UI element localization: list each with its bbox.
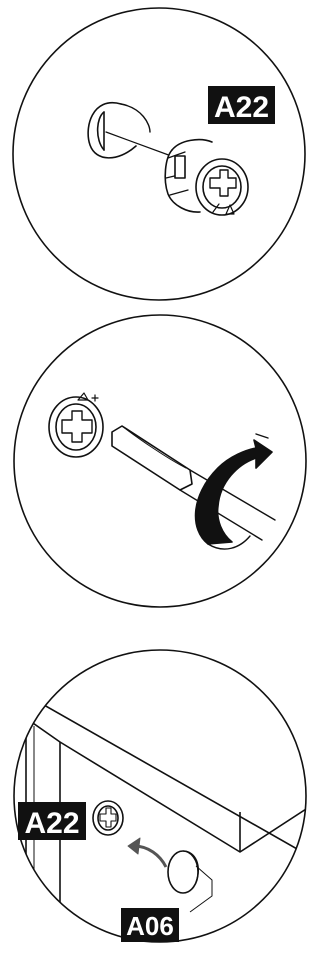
part-label-a22-step3: A22 — [18, 802, 86, 840]
svg-text:A06: A06 — [126, 911, 174, 941]
svg-text:A22: A22 — [24, 807, 79, 840]
drilled-hole-icon — [88, 103, 174, 158]
step-1-circle — [13, 8, 305, 300]
insert-arrow-icon — [128, 838, 166, 867]
part-label-a06: A06 — [121, 908, 179, 942]
part-label-a22-step1: A22 — [208, 86, 275, 124]
cam-fitting-icon — [165, 140, 248, 215]
step-2-panel — [14, 315, 306, 607]
rotate-clockwise-arrow-icon — [196, 434, 272, 549]
step-1-panel: A22 — [13, 8, 305, 300]
step-3-circle — [14, 650, 306, 942]
cam-head-small-icon — [93, 801, 123, 835]
step-3-panel: A22 A06 — [0, 650, 320, 955]
screwdriver-icon — [112, 426, 275, 540]
cover-cap-icon — [168, 851, 212, 912]
cam-head-icon — [49, 393, 103, 457]
svg-text:A22: A22 — [214, 91, 269, 124]
